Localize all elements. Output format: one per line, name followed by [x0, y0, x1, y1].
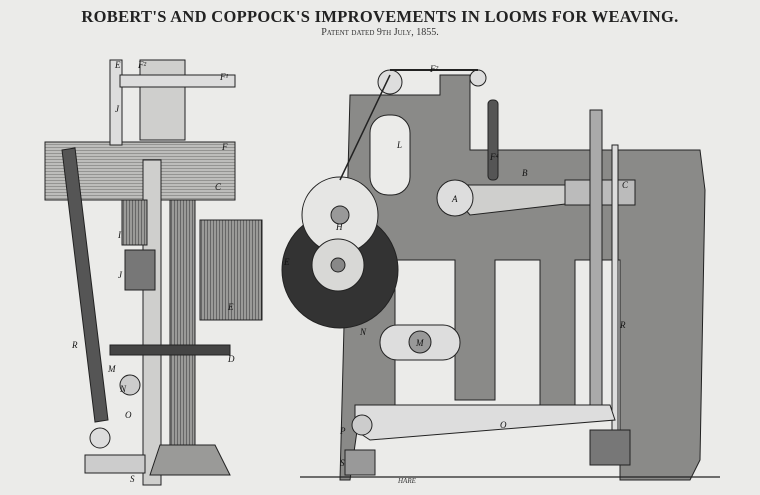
part-label: N [359, 327, 367, 337]
part-label: O [500, 420, 507, 430]
lever-R [61, 147, 109, 423]
part-label: C [622, 180, 629, 190]
engraver-signature: HARE [397, 477, 417, 485]
part-label: H [335, 222, 343, 232]
part-label: N [119, 384, 127, 394]
part-label: S [340, 458, 345, 468]
part-label: E [114, 60, 121, 70]
part-label: F⁴ [489, 152, 499, 162]
side-elevation-view [44, 59, 263, 486]
part-label: F [221, 142, 228, 152]
part-label: C [215, 182, 222, 192]
part-label: P [339, 426, 346, 436]
part-label: B [522, 168, 528, 178]
page-subtitle: Patent dated 9th July, 1855. [321, 27, 439, 38]
front-elevation-view [281, 69, 720, 481]
part-label: F¹ [219, 72, 228, 82]
part-label: M [107, 364, 116, 374]
part-label: F² [137, 60, 146, 70]
part-label: E [283, 257, 290, 267]
part-label: D [227, 354, 235, 364]
part-label: R [619, 320, 626, 330]
diagram-labels: E F² F¹ J F C I J E D R M N O S F² F⁴ B … [71, 60, 629, 485]
part-label: L [396, 140, 402, 150]
part-label: J [115, 104, 120, 114]
part-label: J [118, 270, 123, 280]
part-label: A [451, 194, 458, 204]
page-title: ROBERT'S AND COPPOCK'S IMPROVEMENTS IN L… [81, 7, 679, 26]
part-label: S [130, 474, 135, 484]
part-label: R [71, 340, 78, 350]
part-label: O [125, 410, 132, 420]
part-label: E [227, 302, 234, 312]
part-label: F² [429, 64, 438, 74]
treadle-O [354, 404, 616, 441]
part-label: I [117, 230, 122, 240]
part-label: M [415, 338, 424, 348]
shaft-D [109, 344, 231, 356]
cloth-roller [199, 219, 263, 321]
